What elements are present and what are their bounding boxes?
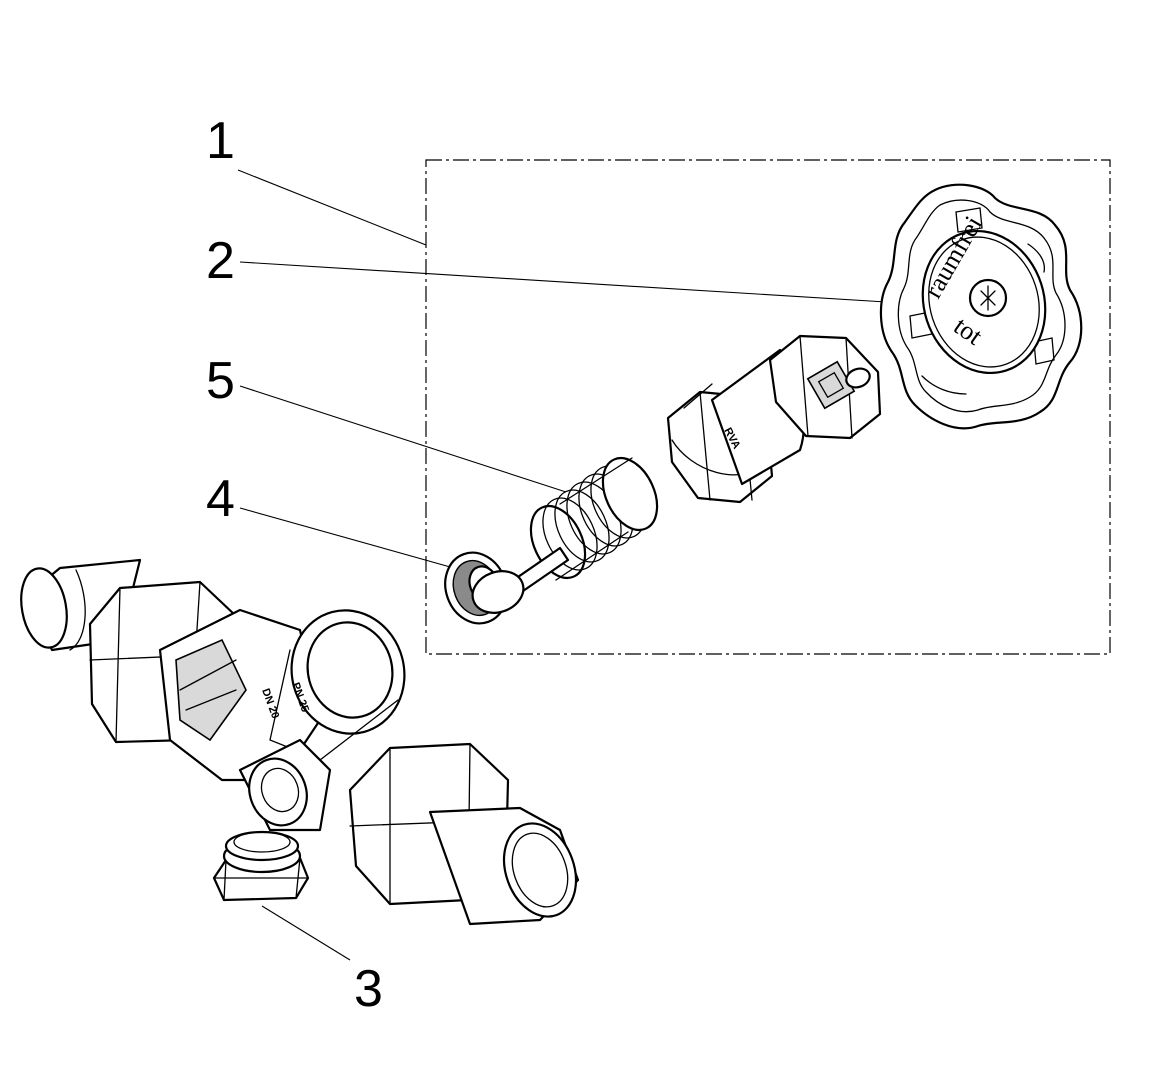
callout-4: 4: [206, 470, 235, 528]
assembly-group-box: [425, 159, 1111, 655]
valve-disc-stem: [444, 546, 570, 625]
callout-5: 5: [206, 352, 235, 410]
leader-line-2: [239, 261, 887, 303]
bonnet-assembly: RVA: [666, 334, 882, 504]
callout-3: 3: [354, 960, 383, 1018]
leader-line-5: [239, 385, 567, 493]
leader-line-4: [239, 507, 469, 573]
drain-plug: [212, 830, 310, 902]
leader-line-1: [237, 169, 427, 246]
handwheel: raumfrei tot: [879, 183, 1083, 430]
callout-2: 2: [206, 232, 235, 290]
valve-body: DN 20 PN 25: [20, 558, 580, 926]
leader-line-3: [261, 905, 351, 961]
callout-1: 1: [206, 112, 235, 170]
